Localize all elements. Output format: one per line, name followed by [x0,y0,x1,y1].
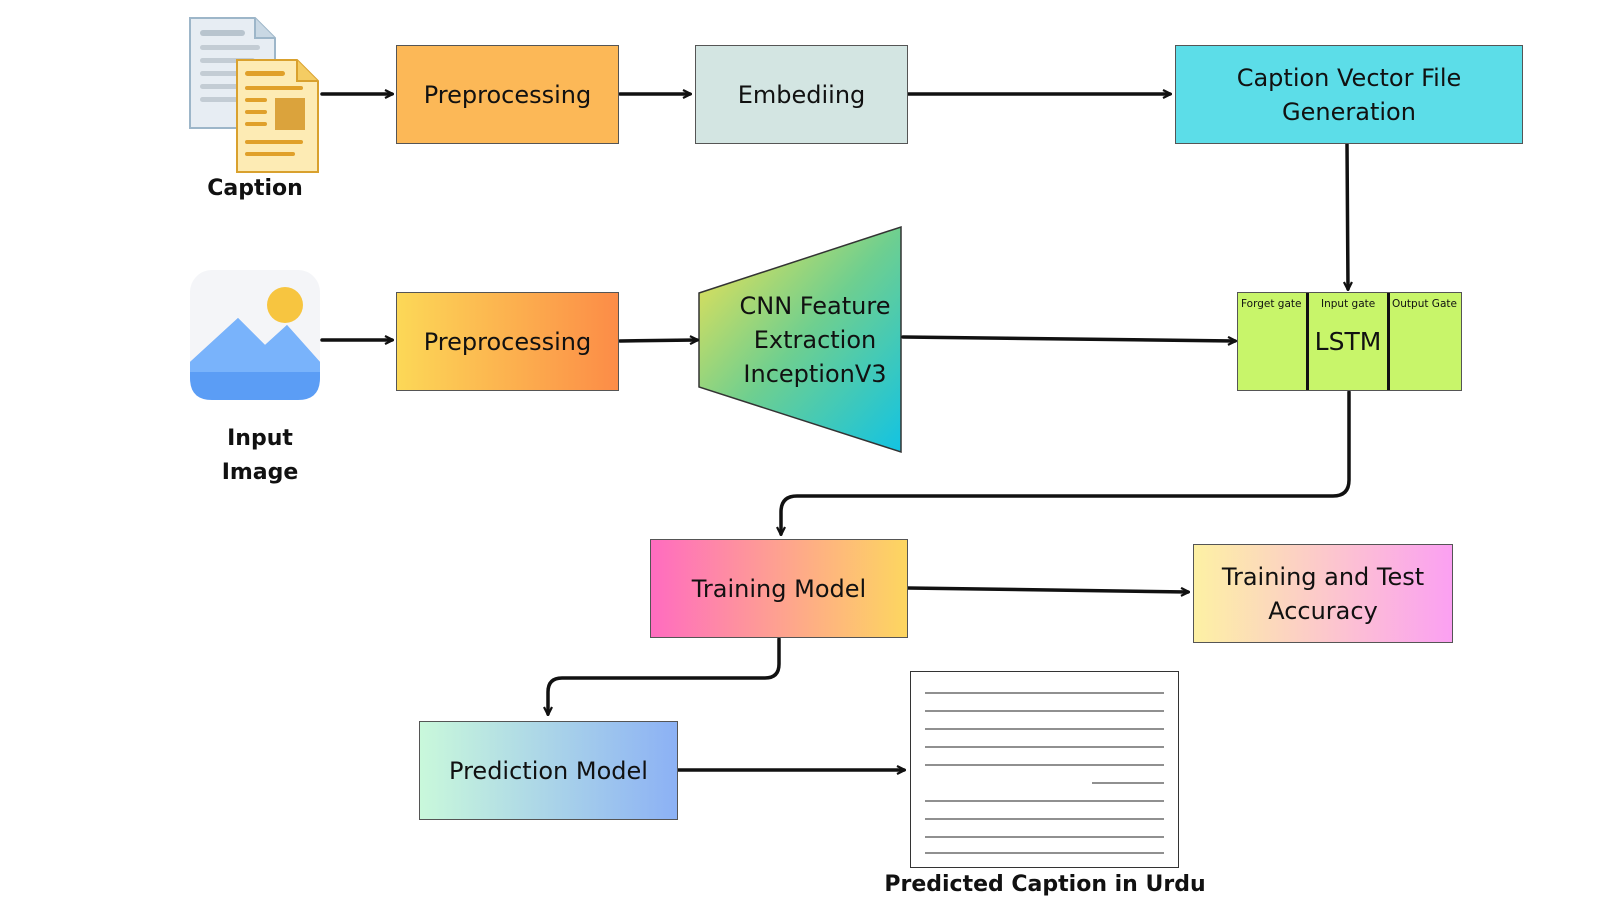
output-gate-label: Output Gate [1392,298,1457,310]
input-image-label: Input Image [221,426,299,485]
caption-label: Caption [207,176,303,201]
lstm-title: LSTM [1314,327,1382,356]
caption-document-icon [189,17,319,173]
forget-gate-label: Forget gate [1241,298,1302,310]
predicted-caption-label: Predicted Caption in Urdu [884,872,1206,897]
arrow-cnn-to-lstm [901,335,1235,341]
training-model-box: Training Model [650,539,908,638]
arrow-lstm-to-training-model [781,390,1351,534]
image-preprocessing-box: Preprocessing [396,292,619,391]
embedding-box: Embediing [695,45,908,144]
urdu-text-line [925,692,1164,694]
cnn-trapezoid-shape [698,225,902,454]
urdu-text-line [925,764,1164,766]
urdu-text-line [925,852,1164,854]
cnn-feature-extraction-label: CNN Feature Extraction InceptionV3 [739,292,891,388]
prediction-model-box: Prediction Model [419,721,678,820]
arrow-training-to-prediction [548,637,781,714]
urdu-caption-document [910,671,1179,868]
urdu-text-line [925,818,1164,820]
image-icon [190,270,320,400]
urdu-text-line [1092,782,1164,784]
lstm-divider-1 [1306,293,1309,390]
arrow-training-to-accuracy [906,586,1188,592]
lstm-box: Forget gate Input gate Output Gate LSTM [1237,292,1462,391]
caption-vector-box: Caption Vector File Generation [1175,45,1523,144]
urdu-text-line [925,710,1164,712]
urdu-text-line [925,746,1164,748]
arrow-caption-vector-to-lstm [1347,142,1348,289]
lstm-divider-2 [1387,293,1390,390]
arrow-preprocessing-to-cnn [618,340,697,341]
urdu-text-line [925,728,1164,730]
urdu-text-line [925,800,1164,802]
caption-preprocessing-box: Preprocessing [396,45,619,144]
accuracy-box: Training and Test Accuracy [1193,544,1453,643]
input-gate-label: Input gate [1321,298,1376,310]
urdu-text-line [925,836,1164,838]
